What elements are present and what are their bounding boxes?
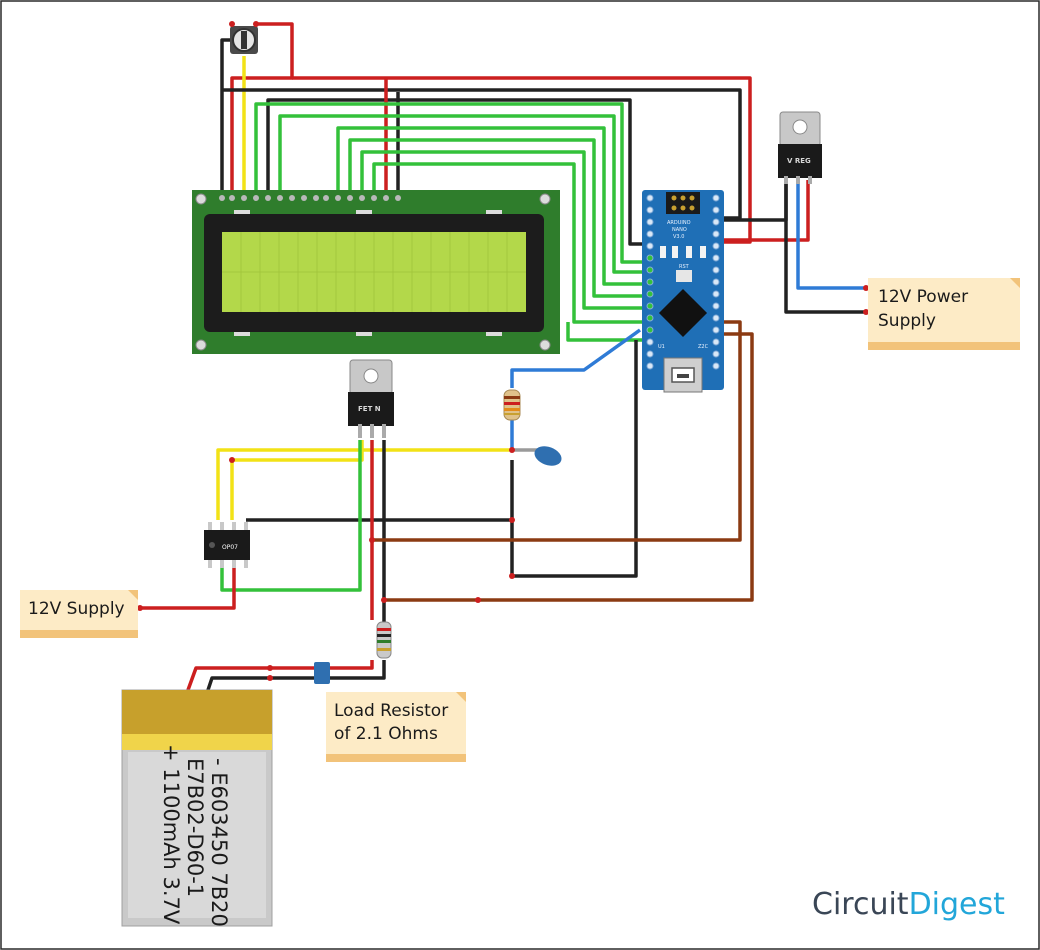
ceramic-capacitor <box>534 446 562 466</box>
brown-wire-a0 <box>384 332 754 602</box>
arduino-green-pin-markers <box>647 255 653 333</box>
svg-text:RST: RST <box>679 264 690 270</box>
supply-wire <box>140 564 236 610</box>
lcd-bezel-clips <box>234 210 502 336</box>
lcd-rw-wire <box>266 98 650 246</box>
lcd-d4-wire <box>336 126 650 286</box>
battery-black-wire <box>206 660 386 691</box>
lcd-d6-wire <box>360 150 650 310</box>
arduino-mcu-chip <box>658 288 708 338</box>
pwm-yellow-wire <box>216 448 512 520</box>
arduino-pin-holes-right <box>712 194 720 370</box>
brown-wire-a1 <box>372 320 742 542</box>
note-12v-supply: 12V Supply <box>20 590 138 638</box>
circuitdigest-logo: CircuitDigest <box>812 887 1005 922</box>
battery-top-band-2 <box>122 734 272 750</box>
note-load-resistor-line1: Load Resistor <box>334 701 448 721</box>
pot-ground-wire <box>220 38 232 196</box>
battery-connector <box>314 662 330 684</box>
brand-part2: Digest <box>909 887 1006 922</box>
lcd-16x2 <box>192 190 560 354</box>
icsp-header <box>666 192 700 214</box>
brand-text: CircuitDigest <box>812 887 1005 922</box>
brand-part1: Circuit <box>812 887 909 922</box>
note-load-resistor: Load Resistor of 2.1 Ohms <box>326 692 466 762</box>
battery-text-line3: + 1100mAh 3.7V <box>159 744 183 925</box>
op-amp-ic: OP07 <box>204 522 250 568</box>
lcd-rs-wire <box>254 102 650 264</box>
arduino-ic-z2c: Z2C <box>698 344 709 350</box>
battery-top-band <box>122 690 272 734</box>
potentiometer <box>229 21 259 54</box>
lcd-extra-wire <box>566 322 650 342</box>
arduino-reset-button: RST <box>676 264 692 282</box>
note-12v-power-supply: 12V Power Supply <box>868 278 1020 350</box>
lcd-d5-wire <box>348 138 650 298</box>
note-12v-power-line1: 12V Power <box>878 287 968 307</box>
arduino-leds <box>660 246 706 258</box>
arduino-model-line3: V3.0 <box>673 234 684 240</box>
arduino-model-line2: NANO <box>672 227 687 233</box>
lcd-gnd-wire <box>222 88 742 220</box>
vreg-label: V REG <box>787 157 811 165</box>
battery-red-wire <box>186 660 374 691</box>
lcd-character-grid <box>222 232 526 312</box>
battery-text-line2: E7B02-D60-1 <box>183 758 207 897</box>
mosfet-label: FET N <box>358 405 381 413</box>
arduino-usb-port <box>663 357 703 393</box>
lcd-d7-wire <box>372 162 650 324</box>
battery-text-line1: - E603450 7B20 <box>207 758 231 927</box>
feedback-resistor <box>503 389 521 421</box>
power-gnd-wire <box>784 180 866 314</box>
note-load-resistor-line2: of 2.1 Ohms <box>334 724 438 744</box>
voltage-regulator: V REG <box>778 111 822 184</box>
note-12v-power-line2: Supply <box>878 311 936 331</box>
analog-blue-wire <box>510 328 642 388</box>
vreg-gnd-wire <box>722 180 810 242</box>
mosfet-source-green-wire <box>220 440 362 592</box>
lipo-battery: - E603450 7B20 E7B02-D60-1 + 1100mAh 3.7… <box>121 689 273 927</box>
note-12v-supply-text: 12V Supply <box>28 599 125 619</box>
gate-yellow-wire <box>230 440 364 520</box>
vreg-in-wire <box>796 180 866 290</box>
arduino-model-line1: ARDUINO <box>667 220 691 226</box>
wires <box>140 22 866 691</box>
arduino-ic-u1: U1 <box>658 344 665 350</box>
op-amp-label: OP07 <box>222 544 238 551</box>
lcd-vcc-wire <box>292 76 752 244</box>
mosfet: FET N <box>348 359 394 438</box>
wire-joints <box>137 285 869 681</box>
load-resistor <box>376 621 392 659</box>
lcd-en-wire <box>278 114 650 274</box>
lcd-pins <box>219 195 401 201</box>
arduino-nano: ARDUINO NANO V3.0 RST U1 Z2C <box>642 190 724 393</box>
